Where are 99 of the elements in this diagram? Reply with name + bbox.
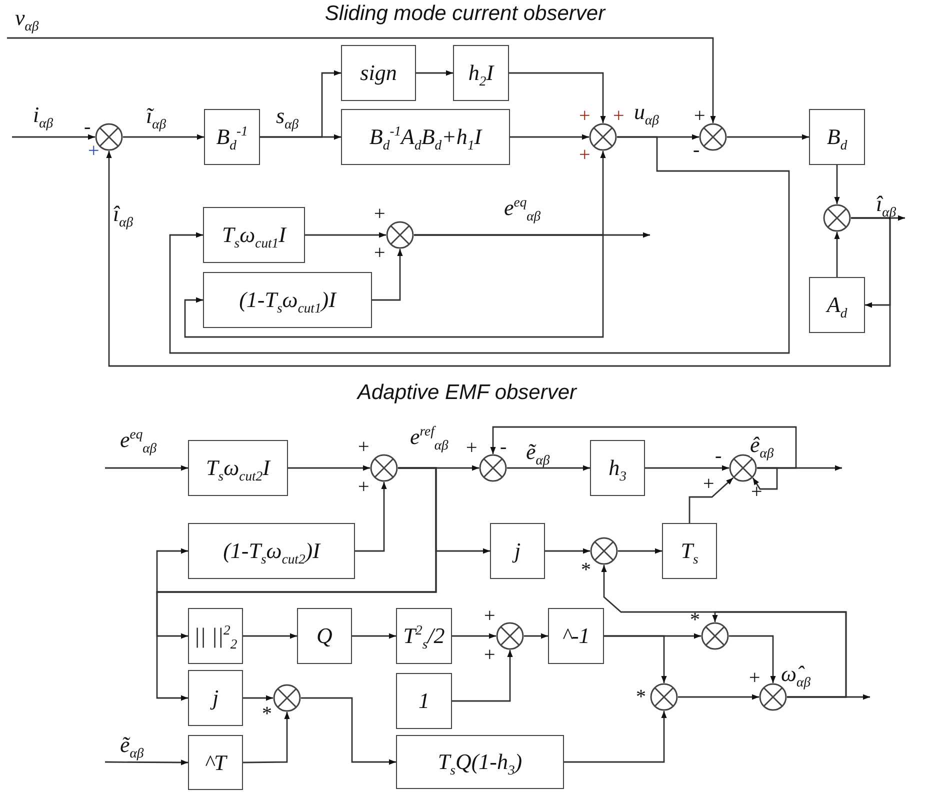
signal-arrow xyxy=(243,633,297,639)
transfer-block: ^-1 xyxy=(548,608,604,664)
signal-arrow xyxy=(604,635,667,683)
signal-arrow xyxy=(645,465,729,471)
summing-junction xyxy=(701,622,729,650)
summing-junction xyxy=(590,537,618,565)
signal-arrow xyxy=(507,465,590,471)
sign-mark: + xyxy=(694,106,706,126)
transfer-block: ^T xyxy=(188,735,243,790)
sign-mark: + xyxy=(579,106,590,126)
summing-junction xyxy=(650,683,678,711)
transfer-block: T$_{s}$ω$_{cut2}$I xyxy=(188,440,288,496)
signal-arrow xyxy=(752,467,778,490)
transfer-block: T$_{s}$ω$_{cut1}$I xyxy=(203,207,305,263)
sign-mark: * xyxy=(636,687,646,707)
signal-arrow xyxy=(510,134,589,140)
sign-mark: - xyxy=(500,437,507,457)
signal-arrow xyxy=(7,37,716,123)
transfer-block: T$^{2}$$_{s}$/2 xyxy=(396,608,452,664)
signal-arrow xyxy=(288,465,370,471)
sign-mark: + xyxy=(358,437,370,457)
signal-arrow xyxy=(564,711,667,763)
signal-arrow xyxy=(452,650,513,702)
signal-arrow xyxy=(712,611,847,698)
transfer-block: T$_{s}$Q(1-h$_{3}$) xyxy=(396,735,564,789)
summing-junction xyxy=(386,221,414,249)
sign-mark: + xyxy=(484,645,496,665)
signal-arrow xyxy=(301,697,396,765)
summing-junction xyxy=(823,204,851,232)
signal-arrow xyxy=(834,165,840,204)
signal-arrow xyxy=(372,249,403,301)
diagram-title: Sliding mode current observer xyxy=(324,2,606,26)
sign-mark: - xyxy=(715,446,722,466)
transfer-block: B$_{d}$$^{-1}$A$_{d}$B$_{d}$+h$_{1}$I xyxy=(341,109,510,165)
signal-arrow xyxy=(618,548,662,554)
signal-arrow xyxy=(169,136,790,354)
summing-junction xyxy=(759,683,787,711)
transfer-block: B$_{d}$ xyxy=(809,109,865,165)
signal-arrow xyxy=(305,232,386,238)
summing-junction xyxy=(479,454,507,482)
summing-junction xyxy=(273,684,301,712)
sign-mark: + xyxy=(88,141,100,161)
sign-mark: - xyxy=(693,140,700,160)
signal-arrow xyxy=(416,70,453,76)
sign-mark: * xyxy=(581,560,591,580)
sign-mark: + xyxy=(751,482,762,502)
sign-mark: + xyxy=(466,438,478,458)
signal-arrow xyxy=(184,234,604,338)
signal-arrow xyxy=(105,760,188,766)
signal-arrow xyxy=(243,712,290,764)
signal-arrow xyxy=(106,151,891,367)
transfer-block: T$_{s}$ xyxy=(662,523,717,579)
sign-mark: * xyxy=(262,704,272,724)
signal-arrow xyxy=(545,548,590,554)
summing-junction xyxy=(699,123,727,151)
sign-mark: * xyxy=(690,610,700,630)
signal-arrow xyxy=(834,232,840,277)
signal-arrow xyxy=(398,467,490,554)
summing-junction xyxy=(729,454,757,482)
transfer-block: j xyxy=(490,523,545,579)
signal-arrow xyxy=(352,633,396,639)
summing-junction xyxy=(589,123,617,151)
signal-arrow xyxy=(727,134,809,140)
sign-mark: + xyxy=(579,145,590,165)
sign-mark: + xyxy=(374,204,386,224)
transfer-block: (1-T$_{s}$ω$_{cut1}$)I xyxy=(203,272,372,328)
sign-mark: + xyxy=(374,243,386,263)
transfer-block: h$_{2}$I xyxy=(453,45,509,101)
signal-arrow xyxy=(787,694,870,700)
transfer-block: j xyxy=(188,670,243,726)
signal-arrow xyxy=(757,465,842,471)
signal-arrow xyxy=(12,134,95,140)
transfer-block: Q xyxy=(297,608,352,664)
transfer-block: sign xyxy=(341,45,416,101)
signal-arrow xyxy=(355,482,387,552)
signal-arrow xyxy=(452,633,496,639)
signal-arrow xyxy=(260,134,341,140)
sign-mark: + xyxy=(613,106,624,126)
transfer-block: (1-T$_{s}$ω$_{cut2}$)I xyxy=(188,523,355,579)
signal-arrow xyxy=(490,426,797,469)
sign-mark: + xyxy=(749,668,760,688)
signal-arrow xyxy=(509,72,606,123)
sign-mark: + xyxy=(484,606,496,626)
signal-arrow xyxy=(123,134,204,140)
summing-junction xyxy=(370,454,398,482)
transfer-block: h$_{3}$ xyxy=(590,440,645,496)
section-title: Adaptive EMF observer xyxy=(357,381,577,405)
signal-arrow xyxy=(524,633,548,639)
summing-junction xyxy=(496,622,524,650)
signal-arrow xyxy=(688,477,734,523)
sign-mark: + xyxy=(703,474,714,494)
sign-mark: + xyxy=(358,477,370,497)
signal-arrow xyxy=(243,695,273,701)
signal-arrow xyxy=(729,635,776,683)
signal-arrow xyxy=(678,694,759,700)
signal-arrow xyxy=(105,465,188,471)
transfer-block: 1 xyxy=(396,673,452,729)
sign-mark: - xyxy=(84,117,91,137)
transfer-block: A$_{d}$ xyxy=(809,277,865,333)
